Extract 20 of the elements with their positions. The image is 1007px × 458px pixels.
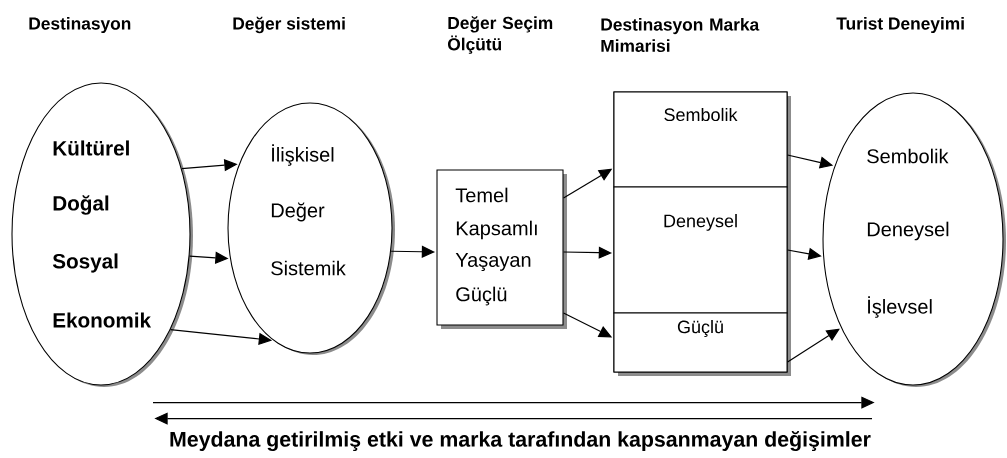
- item-text: Ekonomik: [53, 312, 152, 328]
- item-text: Değer: [271, 202, 325, 222]
- arrow: [786, 328, 840, 363]
- column-heading: Turist Deneyimi: [836, 16, 964, 34]
- item-text: İşlevsel: [868, 296, 932, 318]
- section-text: Güçlü: [677, 320, 723, 337]
- section-text: Deneysel: [664, 214, 737, 231]
- item-text: Doğal: [53, 195, 109, 215]
- caption: Meydana getirilmiş etki ve marka tarafından kapsanmayan değişimler: [170, 430, 871, 452]
- column-heading: Destinasyon: [29, 16, 131, 34]
- item-text: Deneysel: [867, 221, 949, 241]
- item-text: Sistemik: [271, 260, 346, 276]
- column-heading: Değer sistemi: [233, 16, 345, 34]
- item-text: İlişkisel: [272, 144, 334, 166]
- item-text: Sosyal: [52, 253, 118, 273]
- section-text: Sembolik: [664, 107, 738, 122]
- item-text: Kültürel: [53, 140, 129, 156]
- column-heading: Değer Seçim Ölçütü: [448, 16, 553, 54]
- item-text: Sembolik: [867, 148, 949, 164]
- column-heading: Destinasyon Marka Mimarisi: [601, 17, 760, 53]
